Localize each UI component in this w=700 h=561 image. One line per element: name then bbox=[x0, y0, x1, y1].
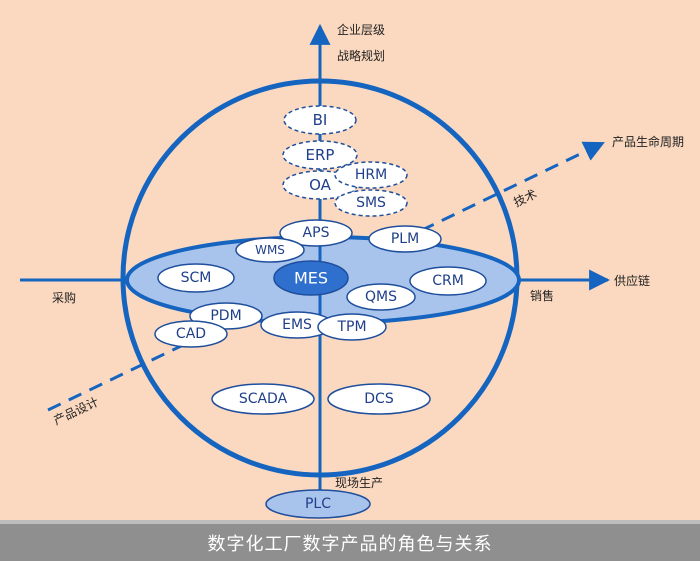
svg-text:PLC: PLC bbox=[305, 496, 331, 512]
svg-text:MES: MES bbox=[294, 269, 328, 288]
svg-text:SMS: SMS bbox=[356, 195, 386, 211]
node-mes: MES bbox=[273, 260, 349, 296]
node-bi: BI bbox=[283, 105, 357, 135]
axis-label-right: 供应链 bbox=[614, 273, 650, 288]
svg-text:DCS: DCS bbox=[364, 391, 394, 407]
node-tpm: TPM bbox=[317, 313, 387, 341]
svg-text:SCADA: SCADA bbox=[239, 391, 288, 407]
svg-text:BI: BI bbox=[313, 111, 328, 129]
node-sms: SMS bbox=[334, 189, 408, 217]
node-dcs: DCS bbox=[327, 383, 431, 415]
svg-text:OA: OA bbox=[309, 176, 332, 194]
axis-label-right-lower: 销售 bbox=[530, 288, 554, 303]
svg-text:APS: APS bbox=[303, 225, 330, 241]
node-cad: CAD bbox=[154, 320, 228, 348]
digital-factory-diagram: 企业层级 战略规划 供应链 采购 销售 现场生产 产品生命周期 技术 产品设计 … bbox=[20, 22, 684, 519]
node-crm: CRM bbox=[409, 266, 487, 296]
svg-text:HRM: HRM bbox=[355, 167, 387, 183]
svg-text:WMS: WMS bbox=[255, 243, 285, 257]
caption-bar: 数字化工厂数字产品的角色与关系 bbox=[0, 520, 700, 561]
axis-label-top-2: 战略规划 bbox=[337, 48, 385, 63]
svg-text:ERP: ERP bbox=[306, 146, 335, 164]
node-qms: QMS bbox=[346, 283, 416, 311]
axis-label-diag-end: 产品生命周期 bbox=[612, 134, 684, 149]
node-scada: SCADA bbox=[211, 383, 315, 415]
axis-label-bottom: 现场生产 bbox=[335, 476, 383, 490]
caption-text: 数字化工厂数字产品的角色与关系 bbox=[207, 533, 493, 555]
svg-text:CRM: CRM bbox=[432, 273, 464, 289]
node-plm: PLM bbox=[368, 225, 442, 253]
svg-text:CAD: CAD bbox=[176, 326, 206, 342]
node-aps: APS bbox=[279, 219, 353, 247]
node-erp: ERP bbox=[282, 140, 358, 170]
svg-text:PLM: PLM bbox=[391, 231, 419, 247]
node-wms: WMS bbox=[235, 237, 305, 263]
node-hrm: HRM bbox=[334, 161, 408, 189]
axis-label-diag-lower: 产品设计 bbox=[51, 395, 100, 428]
axis-label-top-1: 企业层级 bbox=[337, 22, 385, 37]
svg-text:SCM: SCM bbox=[181, 270, 212, 286]
svg-text:TPM: TPM bbox=[336, 319, 366, 335]
svg-text:QMS: QMS bbox=[365, 289, 397, 305]
axis-label-diag-upper: 技术 bbox=[511, 187, 539, 210]
svg-text:EMS: EMS bbox=[282, 317, 312, 333]
svg-text:PDM: PDM bbox=[210, 308, 241, 324]
axis-label-left: 采购 bbox=[52, 290, 76, 305]
node-scm: SCM bbox=[157, 263, 235, 293]
node-plc: PLC bbox=[265, 489, 371, 519]
node-ems: EMS bbox=[260, 311, 334, 339]
